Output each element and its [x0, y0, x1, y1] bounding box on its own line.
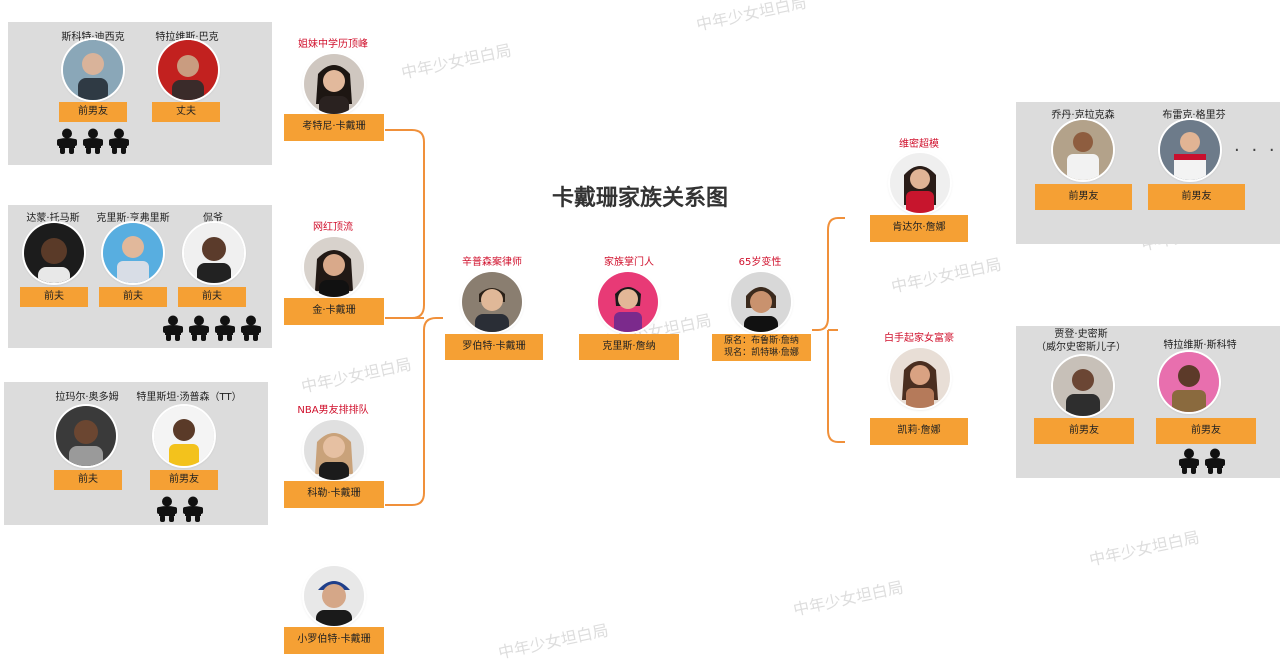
- kendall-partners-panel: 乔丹·克拉克森 布雷克·格里芬 · · · 前男友 前男友: [1016, 102, 1280, 244]
- kourtney-partners-panel: 斯科特·迪西克 特拉维斯·巴克 前男友 丈夫: [8, 22, 272, 165]
- kris-name-label: 克里斯·詹纳: [579, 334, 679, 360]
- child-icon: [156, 496, 178, 526]
- partner-role-label: 前夫: [20, 287, 88, 307]
- child-icon: [240, 315, 262, 345]
- khloe-partners-panel: 拉玛尔·奥多姆 特里斯坦·汤普森（TT） 前夫 前男友: [4, 382, 268, 525]
- khloe-avatar: [304, 420, 364, 480]
- robert-avatar: [462, 272, 522, 332]
- kendall-tag: 维密超模: [899, 139, 939, 150]
- bruce-name-label: 原名：布鲁斯·詹纳 现名：凯特琳·詹娜: [712, 334, 811, 361]
- kylie-partners-panel: 贾登·史密斯 （威尔史密斯儿子） 特拉维斯·斯科特 前男友 前男友: [1016, 326, 1280, 478]
- kendall-avatar: [890, 153, 950, 213]
- right-bracket: [812, 217, 845, 443]
- rob-name-label: 小罗伯特·卡戴珊: [284, 627, 384, 654]
- partner-role-label: 前男友: [1034, 418, 1134, 444]
- partner-name: 达蒙·托马斯: [26, 213, 80, 224]
- children-icons: [156, 496, 204, 526]
- more-indicator: · · ·: [1234, 140, 1278, 161]
- partner-name: 布雷克·格里芬: [1162, 110, 1226, 121]
- partner-avatar: [1160, 120, 1220, 180]
- khloe-tag: NBA男友排排队: [297, 405, 369, 416]
- child-icon: [56, 128, 78, 158]
- robert-name-label: 罗伯特·卡戴珊: [445, 334, 543, 360]
- child-icon: [82, 128, 104, 158]
- partner-role-label: 前男友: [150, 470, 218, 490]
- child-icon: [1178, 448, 1200, 478]
- child-icon: [182, 496, 204, 526]
- kim-name-label: 金·卡戴珊: [284, 298, 384, 325]
- kim-avatar: [304, 237, 364, 297]
- partner-name: 贾登·史密斯 （威尔史密斯儿子）: [1036, 329, 1126, 353]
- bruce-tag: 65岁变性: [738, 257, 782, 268]
- kourtney-avatar: [304, 54, 364, 114]
- kim-tag: 网红顶流: [313, 222, 353, 233]
- partner-role-label: 前男友: [1148, 184, 1245, 210]
- partner-name: 特拉维斯·巴克: [155, 32, 219, 43]
- partner-avatar: [1053, 356, 1113, 416]
- child-icon: [188, 315, 210, 345]
- kourtney-name-label: 考特尼·卡戴珊: [284, 114, 384, 141]
- children-icons: [162, 315, 262, 345]
- partner-avatar: [24, 223, 84, 283]
- kendall-name-label: 肯达尔·詹娜: [870, 215, 968, 242]
- partner-name: 特拉维斯·斯科特: [1163, 340, 1237, 351]
- left-bracket: [385, 129, 443, 506]
- partner-role-label: 前男友: [59, 102, 127, 122]
- partner-avatar: [1053, 120, 1113, 180]
- partner-avatar: [63, 40, 123, 100]
- partner-name: 特里斯坦·汤普森（TT）: [136, 392, 242, 403]
- partner-role-label: 前夫: [54, 470, 122, 490]
- partner-avatar: [184, 223, 244, 283]
- partner-name: 拉玛尔·奥多姆: [55, 392, 119, 403]
- children-icons: [1178, 448, 1226, 478]
- partner-role-label: 前夫: [178, 287, 246, 307]
- bruce-avatar: [731, 272, 791, 332]
- child-icon: [1204, 448, 1226, 478]
- partner-name: 乔丹·克拉克森: [1051, 110, 1115, 121]
- partner-role-label: 前男友: [1156, 418, 1256, 444]
- rob-avatar: [304, 566, 364, 626]
- partner-name: 侃爷: [203, 213, 223, 224]
- partner-role-label: 丈夫: [152, 102, 220, 122]
- page-title: 卡戴珊家族关系图: [551, 186, 728, 211]
- child-icon: [162, 315, 184, 345]
- partner-avatar: [56, 406, 116, 466]
- partner-avatar: [158, 40, 218, 100]
- child-icon: [214, 315, 236, 345]
- partner-avatar: [103, 223, 163, 283]
- kourtney-tag: 姐妹中学历顶峰: [298, 39, 368, 50]
- kris-avatar: [598, 272, 658, 332]
- children-icons: [56, 128, 130, 158]
- kris-tag: 家族掌门人: [604, 257, 654, 268]
- partner-role-label: 前夫: [99, 287, 167, 307]
- partner-role-label: 前男友: [1035, 184, 1132, 210]
- kim-partners-panel: 达蒙·托马斯 克里斯·亨弗里斯 侃爷 前夫 前夫 前夫: [8, 205, 272, 348]
- child-icon: [108, 128, 130, 158]
- kylie-avatar: [890, 348, 950, 408]
- kylie-name-label: 凯莉·詹娜: [870, 418, 968, 445]
- partner-avatar: [154, 406, 214, 466]
- khloe-name-label: 科勒·卡戴珊: [284, 481, 384, 508]
- kylie-tag: 白手起家女富豪: [884, 333, 954, 344]
- partner-name: 克里斯·亨弗里斯: [96, 213, 170, 224]
- robert-tag: 辛普森案律师: [462, 257, 522, 268]
- partner-avatar: [1159, 352, 1219, 412]
- partner-name: 斯科特·迪西克: [61, 32, 125, 43]
